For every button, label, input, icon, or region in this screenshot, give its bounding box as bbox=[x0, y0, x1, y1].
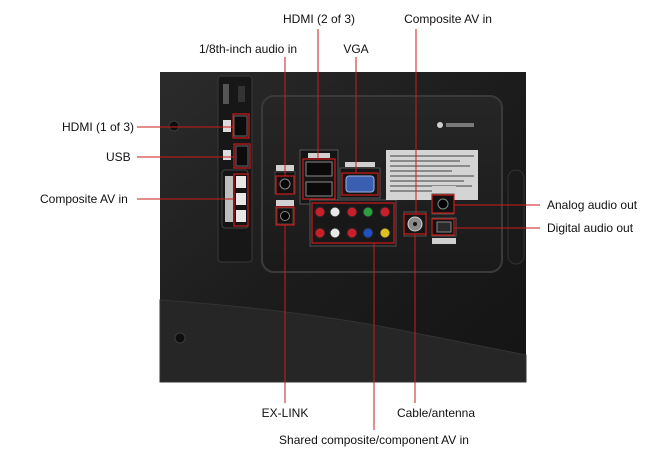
optical-port-icon bbox=[436, 221, 452, 233]
screw-icon bbox=[174, 332, 186, 344]
port-label-plate bbox=[276, 200, 294, 206]
highlight-box bbox=[431, 218, 455, 236]
sticker-text-line bbox=[390, 175, 474, 177]
rca-jack bbox=[236, 193, 246, 205]
rca-jack bbox=[362, 206, 374, 218]
rca-jack bbox=[346, 206, 358, 218]
label-hdmi-2-of-3: HDMI (2 of 3) bbox=[282, 12, 356, 26]
rca-jack bbox=[379, 227, 391, 239]
logo-text-mark bbox=[446, 123, 474, 127]
port-label-plate bbox=[432, 186, 456, 192]
highlight-box bbox=[431, 194, 455, 214]
sticker-text-line bbox=[390, 190, 448, 192]
sticker-text-line bbox=[390, 170, 452, 172]
usb-port bbox=[235, 145, 249, 167]
rca-jack bbox=[329, 206, 341, 218]
rca-top-row bbox=[314, 206, 391, 218]
label-shared-composite-component-av-in: Shared composite/component AV in bbox=[279, 433, 469, 447]
label-ex-link: EX-LINK bbox=[261, 406, 309, 420]
rca-jack bbox=[379, 206, 391, 218]
sticker-text-line bbox=[390, 180, 464, 182]
label-analog-audio-out: Analog audio out bbox=[547, 198, 638, 212]
callout-lines bbox=[137, 29, 540, 430]
sticker-text-line bbox=[390, 165, 470, 167]
highlight-boxes bbox=[232, 113, 455, 244]
label-composite-av-in-left: Composite AV in bbox=[40, 192, 128, 206]
rca-jack bbox=[236, 176, 246, 188]
label-composite-av-in-top: Composite AV in bbox=[404, 12, 492, 26]
label-digital-audio-out: Digital audio out bbox=[547, 221, 634, 235]
rca-bottom-row bbox=[314, 227, 391, 239]
label-vga: VGA bbox=[343, 42, 369, 56]
hdmi-3-port bbox=[305, 181, 333, 197]
screw-icon bbox=[168, 120, 180, 132]
port-label-plate bbox=[432, 238, 456, 244]
audio-jack-icon bbox=[437, 198, 449, 210]
sticker-text-line bbox=[390, 185, 472, 187]
label-hdmi-1-of-3: HDMI (1 of 3) bbox=[62, 120, 135, 134]
rca-jack bbox=[314, 206, 326, 218]
rca-jack bbox=[346, 227, 358, 239]
label-cable-antenna: Cable/antenna bbox=[396, 406, 476, 420]
port-label-plate bbox=[223, 150, 231, 160]
strip-marking bbox=[238, 86, 245, 102]
port-label-plate bbox=[345, 162, 375, 167]
highlight-box bbox=[233, 173, 249, 227]
label-usb: USB bbox=[106, 150, 131, 164]
hdmi-2-port bbox=[305, 161, 333, 177]
logo-mark-icon bbox=[437, 122, 443, 128]
highlight-box bbox=[341, 172, 379, 196]
highlight-box bbox=[232, 113, 250, 139]
label-eighth-inch-audio-in: 1/8th-inch audio in bbox=[198, 42, 298, 56]
highlight-box bbox=[311, 202, 395, 244]
rca-jack bbox=[236, 210, 246, 222]
strip-marking bbox=[223, 84, 229, 104]
highlight-box bbox=[302, 158, 336, 200]
rca-jack bbox=[314, 227, 326, 239]
highlight-box bbox=[233, 143, 251, 169]
port-label-plate bbox=[223, 120, 231, 132]
rca-jack bbox=[329, 227, 341, 239]
audio-jack-icon bbox=[279, 178, 291, 190]
chassis-bottom-curve bbox=[159, 299, 527, 383]
coax-pin bbox=[413, 222, 417, 226]
hdmi-1-port bbox=[233, 115, 248, 137]
port-label-plate bbox=[308, 153, 330, 158]
sticker-text-line bbox=[390, 160, 460, 162]
rca-jack bbox=[362, 227, 374, 239]
sticker-text-line bbox=[390, 155, 474, 157]
vent-icon bbox=[507, 169, 525, 265]
ex-link-jack-icon bbox=[280, 211, 290, 221]
vga-port bbox=[345, 175, 375, 193]
